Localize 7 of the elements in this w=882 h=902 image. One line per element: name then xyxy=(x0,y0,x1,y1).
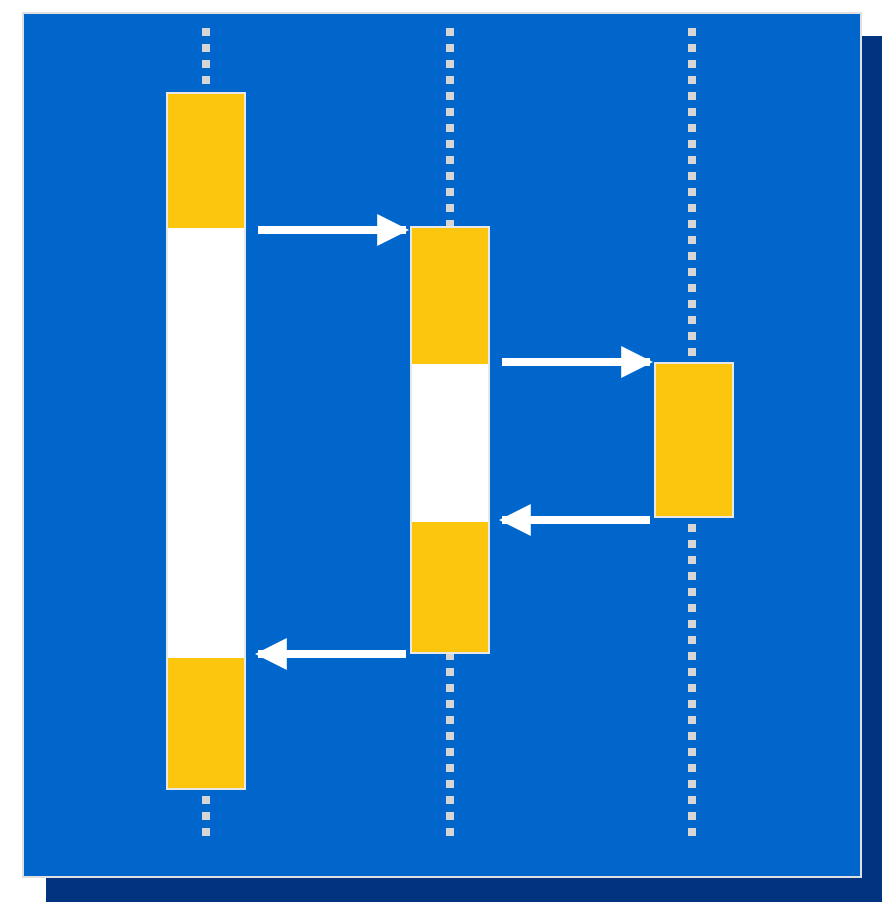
arrow xyxy=(254,638,406,670)
arrow xyxy=(502,346,654,378)
activation-bar xyxy=(410,226,490,654)
arrow xyxy=(258,214,410,246)
activation-bar xyxy=(166,92,246,790)
arrow xyxy=(498,504,650,536)
activation-bar xyxy=(654,362,734,518)
